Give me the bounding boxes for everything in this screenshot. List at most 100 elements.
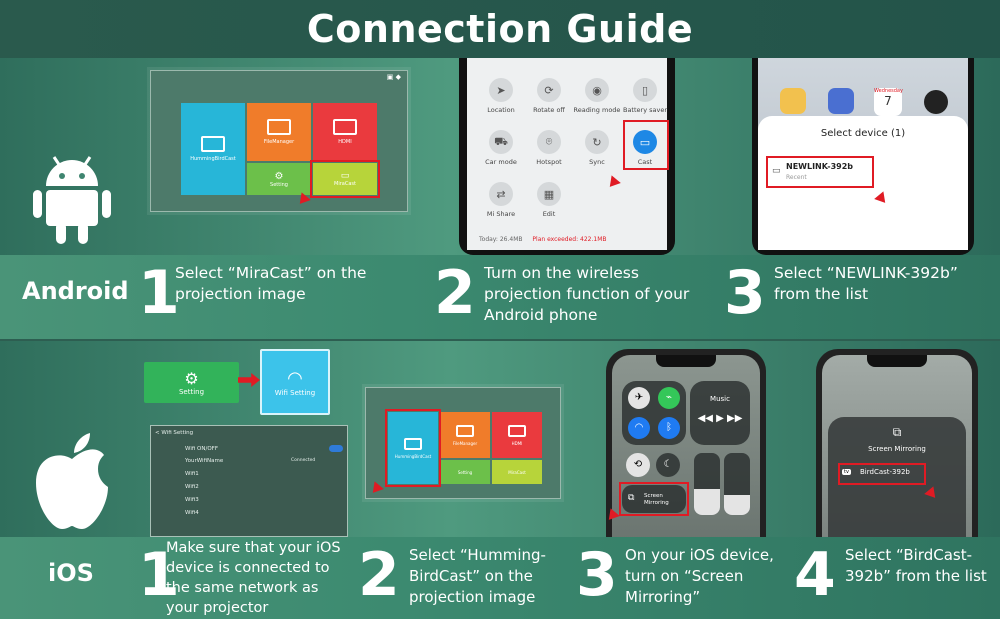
qs-mishare[interactable]: ⇄ Mi Share (481, 182, 521, 218)
wifi-row[interactable]: Wifi3 (185, 497, 199, 503)
qs-reading[interactable]: ◉Reading mode (573, 78, 621, 114)
android-projection-screen: ▣ ◆ HummingBirdCast FileManager HDMI ⚙ S… (150, 70, 408, 212)
step-line: your projector (166, 600, 269, 616)
step-line: Turn on the wireless (484, 264, 639, 282)
cellular-icon[interactable]: ⌁ (658, 387, 680, 409)
cast-icon: ▭ (633, 130, 657, 154)
setting-button[interactable]: ⚙ Setting (144, 362, 239, 403)
ios-projection-screen: HummingBirdCast FileManager HDMI Setting… (365, 387, 561, 499)
wifi-row[interactable]: Wifi2 (185, 484, 199, 490)
step-line: Select “MiraCast” on the (175, 264, 367, 282)
device-item-newlink[interactable]: ▭ NEWLINK-392b Recent (768, 158, 878, 186)
step-line: Make sure that your iOS (166, 540, 341, 556)
wifi-row[interactable]: Wifi1 (185, 471, 199, 477)
qs-location[interactable]: ➤Location (481, 78, 521, 114)
mirroring-highlight (619, 482, 689, 516)
notch (656, 355, 716, 367)
monitor-icon: ▭ (772, 166, 781, 176)
tile-hdmi[interactable]: HDMI (492, 412, 542, 458)
tile-label: HDMI (338, 139, 352, 145)
qs-carmode[interactable]: ⛟Car mode (481, 130, 521, 166)
ios-step-2-text: Select “Humming- BirdCast” on the projec… (409, 545, 546, 608)
ios-section: ⚙ Setting ◠ Wifi Setting < Wifi Setting … (0, 339, 1000, 539)
wifi-row-yourwifi[interactable]: YourWifiName (185, 458, 224, 464)
wifi-row[interactable]: Wifi4 (185, 510, 199, 516)
step-line: projection function of your (484, 285, 690, 303)
data-today: Today: 26.4MB (479, 236, 523, 243)
app-icon (780, 88, 806, 114)
device-sub: Recent (786, 174, 807, 181)
grid-icon: ▦ (537, 182, 561, 206)
qs-sync[interactable]: ↻Sync (577, 130, 617, 166)
header-bar: Connection Guide (0, 0, 1000, 58)
android-phone-selectdevice: Wednesday 7 Select device (1) ▭ NEWLINK-… (752, 58, 974, 255)
device-highlight (766, 156, 874, 188)
wifi-icon: ◠ (287, 367, 303, 389)
qs-cast[interactable]: ▭Cast (625, 130, 665, 166)
step-line: BirdCast” on the (409, 567, 533, 585)
bluetooth-icon[interactable]: ᛒ (658, 417, 680, 439)
device-item-birdcast[interactable]: tv BirdCast-392b (840, 465, 924, 483)
step-line: Android phone (484, 306, 598, 324)
control-center-screen: ✈ ⌁ ◠ ᛒ Music ◀◀ ▶ ▶▶ ⟲ ☾ ⧉ Screen Mirro… (606, 355, 760, 539)
appletv-icon: tv (842, 469, 851, 475)
wifi-icon[interactable]: ◠ (628, 417, 650, 439)
brightness-slider[interactable] (694, 453, 720, 515)
wifi-row-onoff[interactable]: Wifi ON/OFF (185, 446, 219, 452)
qs-label: Edit (542, 210, 556, 218)
step-line: projection image (409, 588, 536, 606)
play-controls-icon[interactable]: ◀◀ ▶ ▶▶ (697, 413, 743, 424)
step-line: device is connected to (166, 560, 330, 576)
volume-slider[interactable] (724, 453, 750, 515)
qs-rotate[interactable]: ⟳Rotate off (527, 78, 571, 114)
data-usage-bar: Today: 26.4MB Plan exceeded: 422.1MB (479, 236, 607, 243)
airplane-icon[interactable]: ✈ (628, 387, 650, 409)
toggle-icon[interactable] (329, 445, 343, 452)
moon-icon[interactable]: ☾ (656, 453, 680, 477)
home-wallpaper: Wednesday 7 Select device (1) ▭ NEWLINK-… (758, 58, 968, 250)
tile-filemanager[interactable]: FileManager (247, 103, 311, 161)
clock-icon (924, 90, 948, 114)
tile-miracast[interactable]: MiraCast (492, 460, 542, 484)
ios-label: iOS (48, 559, 94, 587)
tile-miracast[interactable]: ▭ MiraCast (313, 163, 377, 195)
qs-battery[interactable]: ▯Battery saver (621, 78, 669, 114)
gear-icon: ⚙ (184, 369, 199, 388)
step-line: turn on “Screen (625, 567, 744, 585)
mirroring-icon: ⧉ (628, 493, 635, 503)
tile-filemanager[interactable]: FileManager (440, 412, 490, 458)
screen-mirroring-button[interactable]: ⧉ Screen Mirroring (622, 485, 686, 513)
pointer-arrow-icon (368, 481, 384, 497)
share-icon: ⇄ (489, 182, 513, 206)
battery-icon: ▯ (633, 78, 657, 102)
sync-icon: ↻ (585, 130, 609, 154)
tile-hummingbirdcast[interactable]: HummingBirdCast (388, 412, 438, 484)
lock-rotation-icon[interactable]: ⟲ (626, 453, 650, 477)
android-section: ▣ ◆ HummingBirdCast FileManager HDMI ⚙ S… (0, 58, 1000, 255)
tile-hdmi[interactable]: HDMI (313, 103, 377, 161)
step-number: 3 (576, 540, 618, 610)
location-icon: ➤ (489, 78, 513, 102)
tile-setting[interactable]: ⚙ Setting (247, 163, 311, 195)
qs-label: Reading mode (573, 106, 621, 114)
mirroring-icon: ⧉ (892, 425, 902, 439)
dialog-title: Select device (1) (820, 128, 906, 139)
android-steps-band: Android 1 Select “MiraCast” on the proje… (0, 255, 1000, 339)
step-number: 3 (724, 258, 766, 328)
qs-label: Hotspot (536, 158, 562, 166)
android-logo-icon (33, 156, 111, 244)
qs-edit[interactable]: ▦ Edit (529, 182, 569, 218)
tile-hummingbirdcast[interactable]: HummingBirdCast (181, 103, 245, 195)
step-number: 2 (358, 540, 400, 610)
step-number: 4 (794, 540, 836, 610)
mirroring-screen: ⧉ Screen Mirroring tv BirdCast-392b (822, 355, 972, 539)
qs-hotspot[interactable]: ⌾Hotspot (529, 130, 569, 166)
step-number: 1 (138, 540, 180, 610)
qs-label: Mi Share (486, 210, 516, 218)
tile-setting[interactable]: Setting (440, 460, 490, 484)
pointer-arrow-icon (874, 191, 890, 207)
ios-step-3-text: On your iOS device, turn on “Screen Mirr… (625, 545, 774, 608)
wifi-setting-button[interactable]: ◠ Wifi Setting (260, 349, 330, 415)
step-line: Mirroring” (625, 588, 701, 606)
